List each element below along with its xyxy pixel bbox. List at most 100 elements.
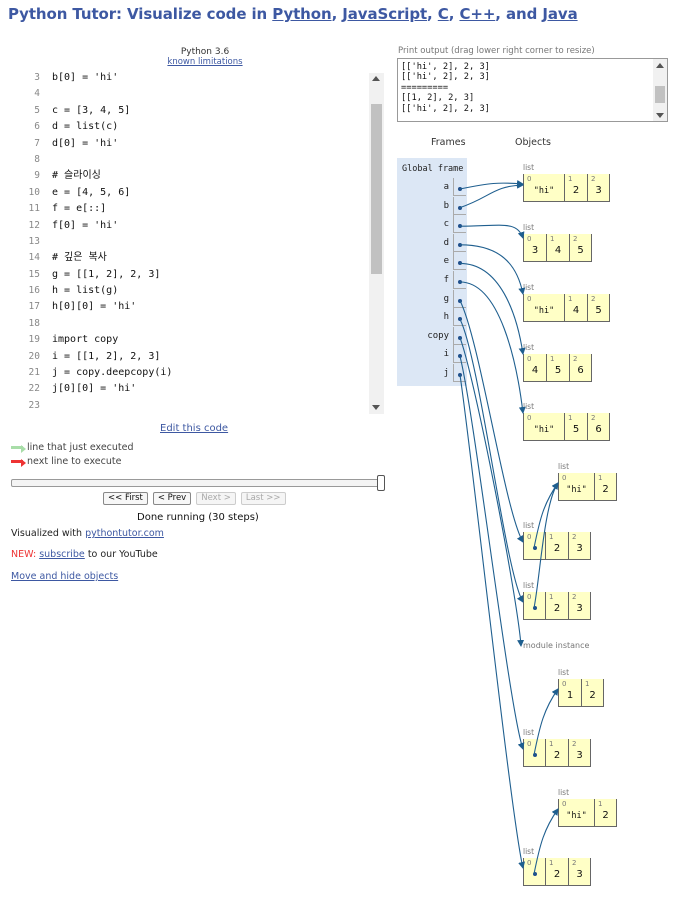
frames-header: Frames (431, 137, 466, 148)
javascript-link[interactable]: JavaScript (342, 5, 428, 23)
pointer-dot (458, 280, 462, 284)
green-arrow-icon (11, 444, 26, 453)
step-slider[interactable] (11, 475, 385, 491)
line-number: 7 (34, 137, 40, 149)
line-text: # 깊은 복사 (52, 252, 107, 264)
list-cell: 0"hi" (523, 413, 564, 441)
pointer-dot (458, 335, 462, 340)
scroll-up-icon[interactable] (656, 63, 664, 68)
python-link[interactable]: Python (272, 5, 332, 23)
list-cell: 0 (523, 858, 545, 886)
execution-status: Done running (30 steps) (137, 512, 259, 523)
line-text: import copy (52, 334, 119, 346)
code-line: 8 (10, 152, 370, 168)
cell-index: 0 (527, 295, 532, 303)
frame-var-c: c (443, 219, 449, 230)
code-scrollbar[interactable] (369, 73, 384, 414)
cpp-link[interactable]: C++ (459, 5, 496, 23)
cell-index: 1 (549, 740, 554, 748)
java-link[interactable]: Java (542, 5, 578, 23)
move-hide-objects-link[interactable]: Move and hide objects (11, 571, 119, 582)
step-navigation: << First < Prev Next > Last >> (103, 492, 286, 505)
cell-value: 3 (576, 869, 583, 880)
list-cell: 0 (523, 739, 545, 767)
first-button[interactable]: << First (103, 492, 148, 505)
cell-value: 2 (553, 750, 561, 761)
list-cell: 0"hi" (523, 294, 564, 322)
line-number: 16 (28, 285, 40, 297)
cell-value: 5 (554, 365, 562, 376)
frame-ref-box (453, 233, 466, 252)
last-button[interactable]: Last >> (240, 492, 286, 505)
module-instance: module instance (523, 641, 590, 650)
slider-handle[interactable] (377, 475, 385, 491)
cell-index: 2 (573, 235, 578, 243)
visualized-with: Visualized with pythontutor.com (11, 528, 164, 539)
object-kind-label: list (523, 847, 535, 856)
cell-index: 0 (527, 355, 532, 363)
line-text: j = copy.deepcopy(i) (52, 367, 173, 379)
object-kind-label: list (523, 223, 535, 232)
object-kind-label: list (523, 163, 535, 172)
scroll-down-icon[interactable] (372, 405, 380, 410)
print-output-box[interactable]: [['hi', 2], 2, 3] [['hi', 2], 2, 3] ====… (397, 58, 668, 122)
cell-value: 2 (602, 810, 609, 821)
arrow-g (459, 300, 524, 543)
edit-code-link[interactable]: Edit this code (160, 423, 229, 434)
prev-button[interactable]: < Prev (152, 492, 192, 505)
code-line: 14# 깊은 복사 (10, 250, 370, 266)
frame-var-f: f (443, 275, 449, 285)
cell-index: 0 (527, 235, 532, 243)
frame-ref-box (453, 252, 466, 271)
arrow-h (459, 318, 524, 603)
object-kind-label: list (558, 788, 570, 797)
cell-value: "hi" (566, 811, 587, 821)
arrow-d (459, 244, 526, 295)
scroll-up-icon[interactable] (372, 76, 380, 81)
code-line: 13 (10, 234, 370, 250)
pointer-dot (532, 753, 537, 757)
known-limitations-link[interactable]: known limitations (167, 57, 243, 67)
code-line: 23 (10, 398, 370, 412)
cell-index: 2 (591, 295, 596, 303)
object-kind-label: list (523, 581, 535, 590)
arrow-a (459, 180, 524, 190)
cell-value: "hi" (566, 485, 587, 495)
cell-value: 2 (553, 869, 561, 880)
cell-index: 2 (573, 355, 578, 363)
scroll-thumb[interactable] (655, 86, 665, 103)
cell-value: 1 (566, 690, 574, 701)
scroll-down-icon[interactable] (656, 113, 664, 118)
print-output-scrollbar[interactable] (653, 59, 667, 121)
subscribe-link[interactable]: subscribe (39, 549, 85, 560)
frame-var-a: a (443, 182, 449, 192)
arrow-c (459, 224, 525, 239)
pythontutor-link[interactable]: pythontutor.com (85, 528, 164, 539)
line-number: 15 (28, 268, 40, 280)
scroll-thumb[interactable] (371, 104, 382, 274)
c-link[interactable]: C (437, 5, 449, 23)
legend-just-executed: line that just executed (27, 441, 134, 453)
frame-ref-box (453, 289, 466, 308)
pointer-dot (458, 242, 462, 247)
arrow-legend: line that just executed next line to exe… (11, 440, 134, 468)
next-button[interactable]: Next > (196, 492, 236, 505)
